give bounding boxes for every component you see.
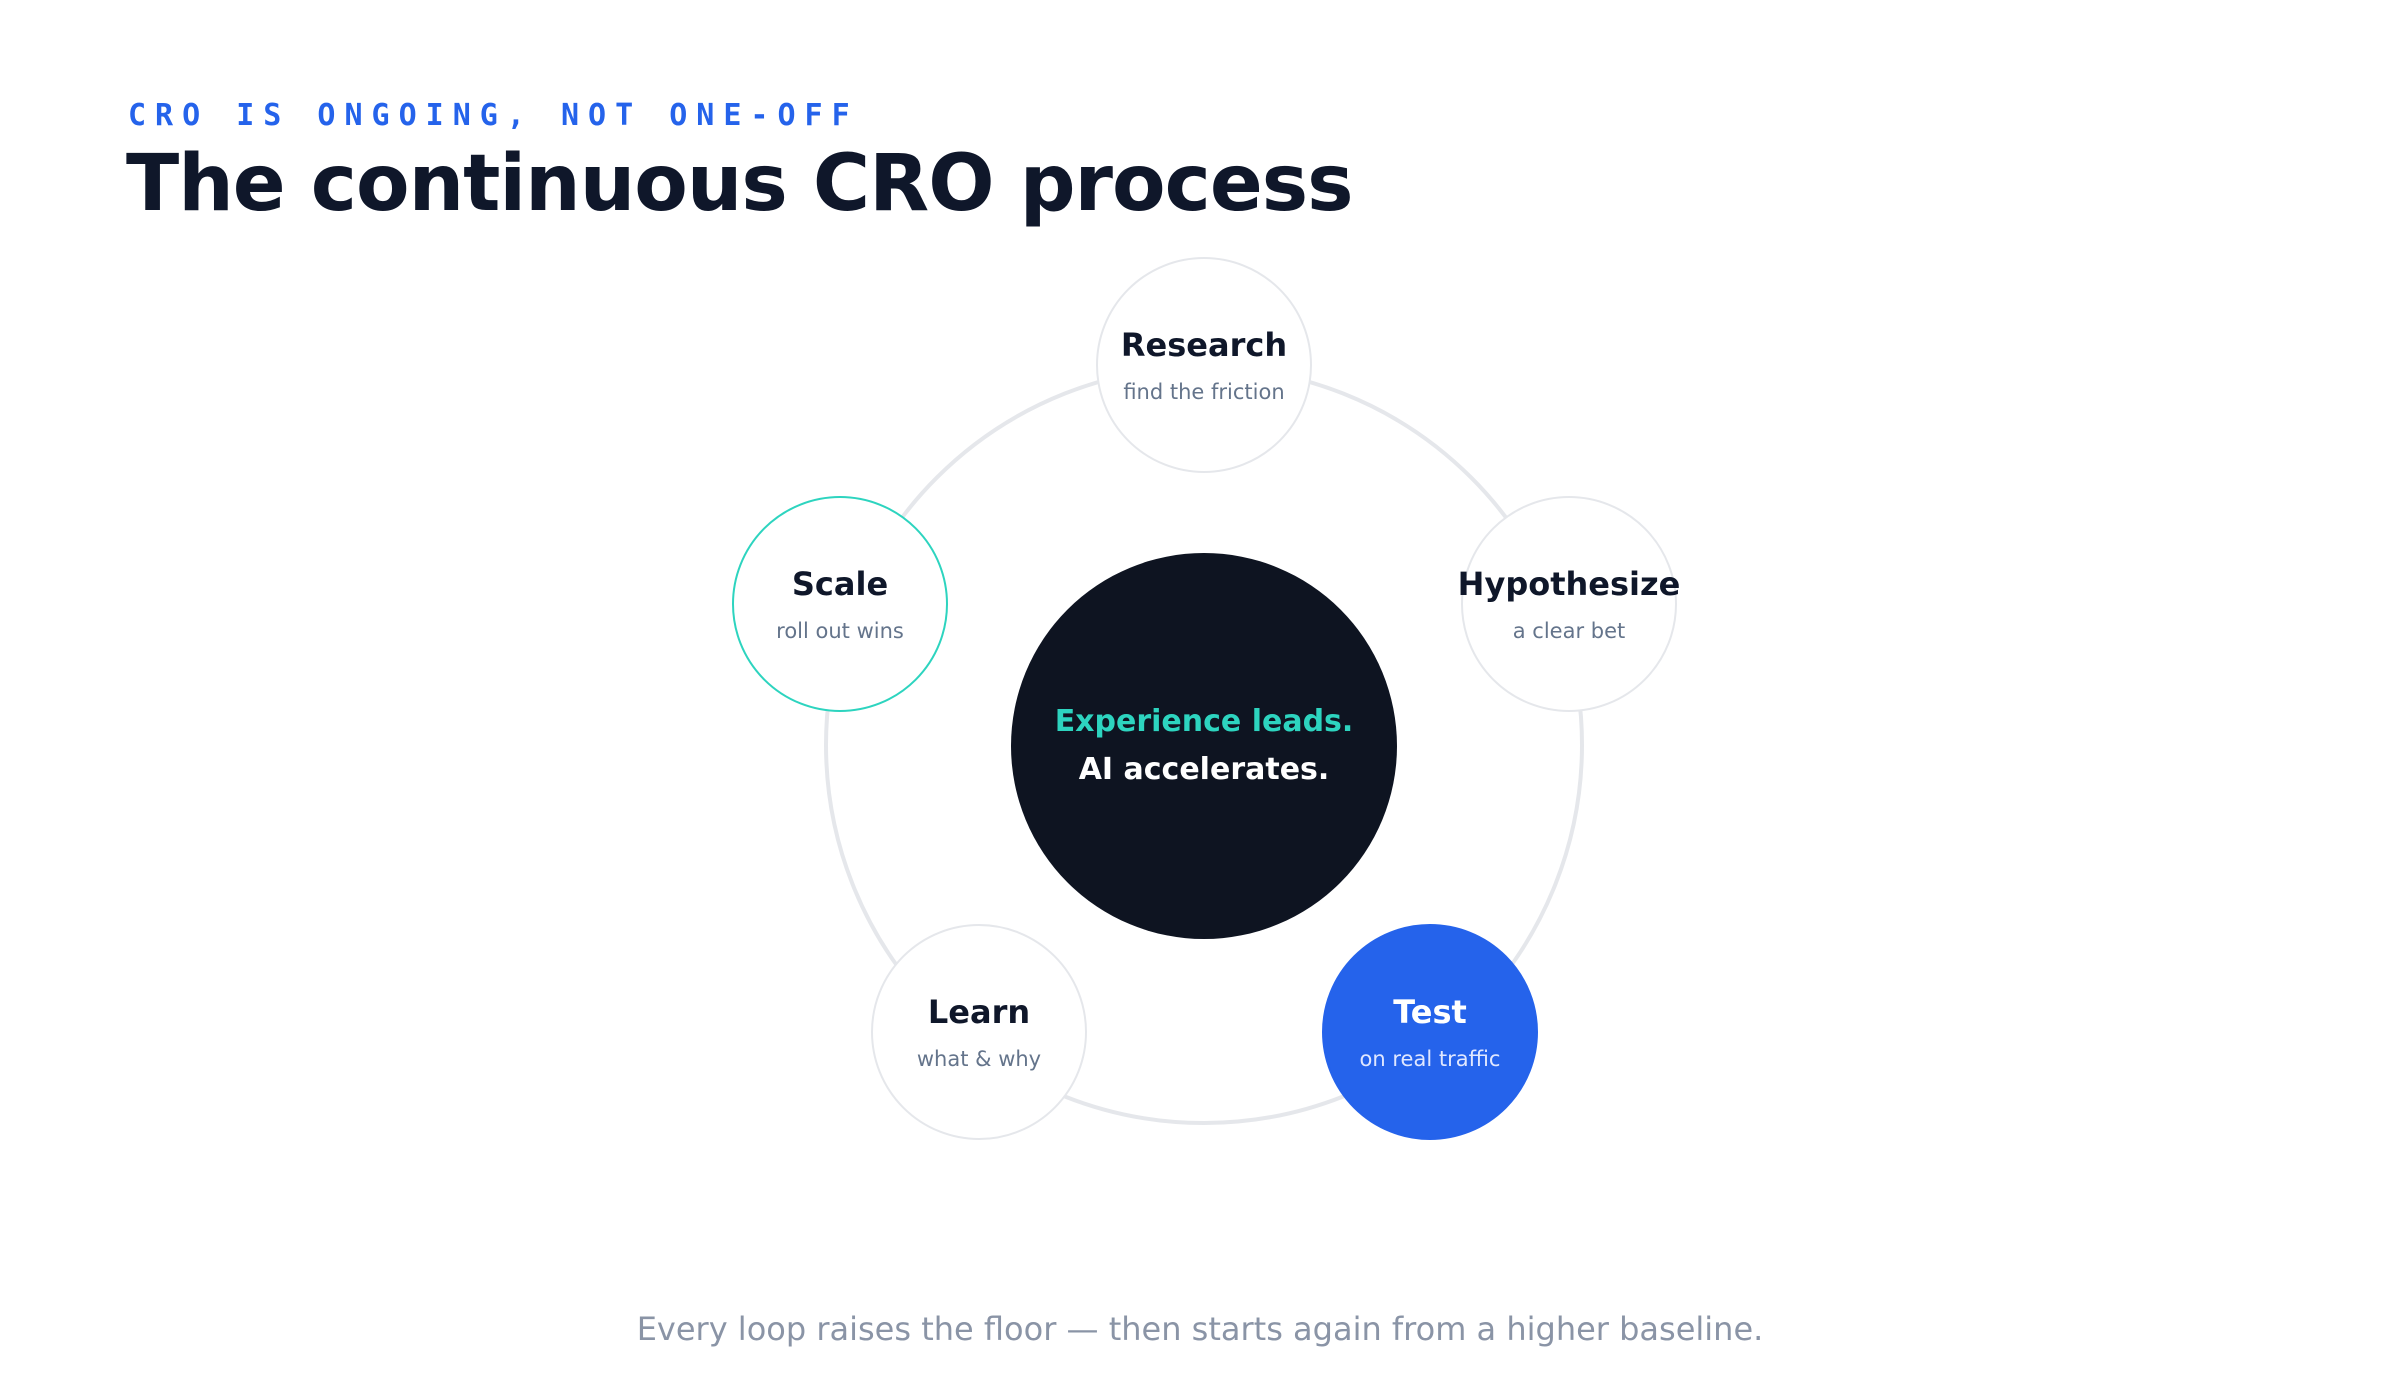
step-scale: Scale roll out wins: [732, 496, 948, 712]
step-subtitle: on real traffic: [1359, 1047, 1501, 1071]
step-subtitle: find the friction: [1123, 380, 1285, 404]
page-title: The continuous CRO process: [126, 139, 1354, 229]
step-name: Learn: [927, 993, 1031, 1031]
step-subtitle: roll out wins: [776, 619, 904, 643]
step-name: Hypothesize: [1457, 565, 1681, 603]
step-name: Research: [1120, 326, 1288, 364]
step-research: Research find the friction: [1096, 257, 1312, 473]
step-subtitle: what & why: [916, 1047, 1042, 1071]
step-name: Test: [1393, 993, 1467, 1031]
hub-line-secondary: AI accelerates.: [1078, 752, 1330, 787]
eyebrow-label: CRO IS ONGOING, NOT ONE-OFF: [128, 98, 859, 133]
footer-caption: Every loop raises the floor — then start…: [636, 1310, 1764, 1348]
step-learn: Learn what & why: [871, 924, 1087, 1140]
step-test: Test on real traffic: [1322, 924, 1538, 1140]
hub-line-primary: Experience leads.: [1054, 704, 1354, 739]
step-hypothesize: Hypothesize a clear bet: [1458, 496, 1680, 712]
step-subtitle: a clear bet: [1512, 619, 1626, 643]
step-name: Scale: [791, 565, 889, 603]
center-hub: Experience leads. AI accelerates.: [1011, 553, 1397, 939]
